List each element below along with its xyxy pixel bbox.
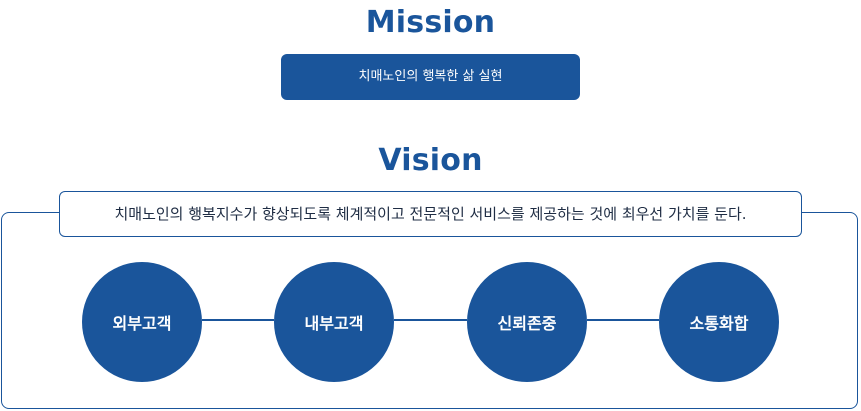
value-circle-trust-respect: 신뢰존중 — [467, 262, 587, 382]
mission-statement: 치매노인의 행복한 삶 실현 — [281, 54, 580, 100]
value-circle-communication-harmony: 소통화합 — [659, 262, 779, 382]
vision-statement: 치매노인의 행복지수가 향상되도록 체계적이고 전문적인 서비스를 제공하는 것… — [59, 191, 802, 237]
connector-line — [587, 319, 659, 321]
value-circle-internal-customer: 내부고객 — [274, 262, 394, 382]
value-circle-external-customer: 외부고객 — [82, 262, 202, 382]
connector-line — [202, 319, 274, 321]
connector-line — [394, 319, 467, 321]
vision-heading: Vision — [378, 143, 483, 178]
mission-heading: Mission — [365, 5, 496, 40]
